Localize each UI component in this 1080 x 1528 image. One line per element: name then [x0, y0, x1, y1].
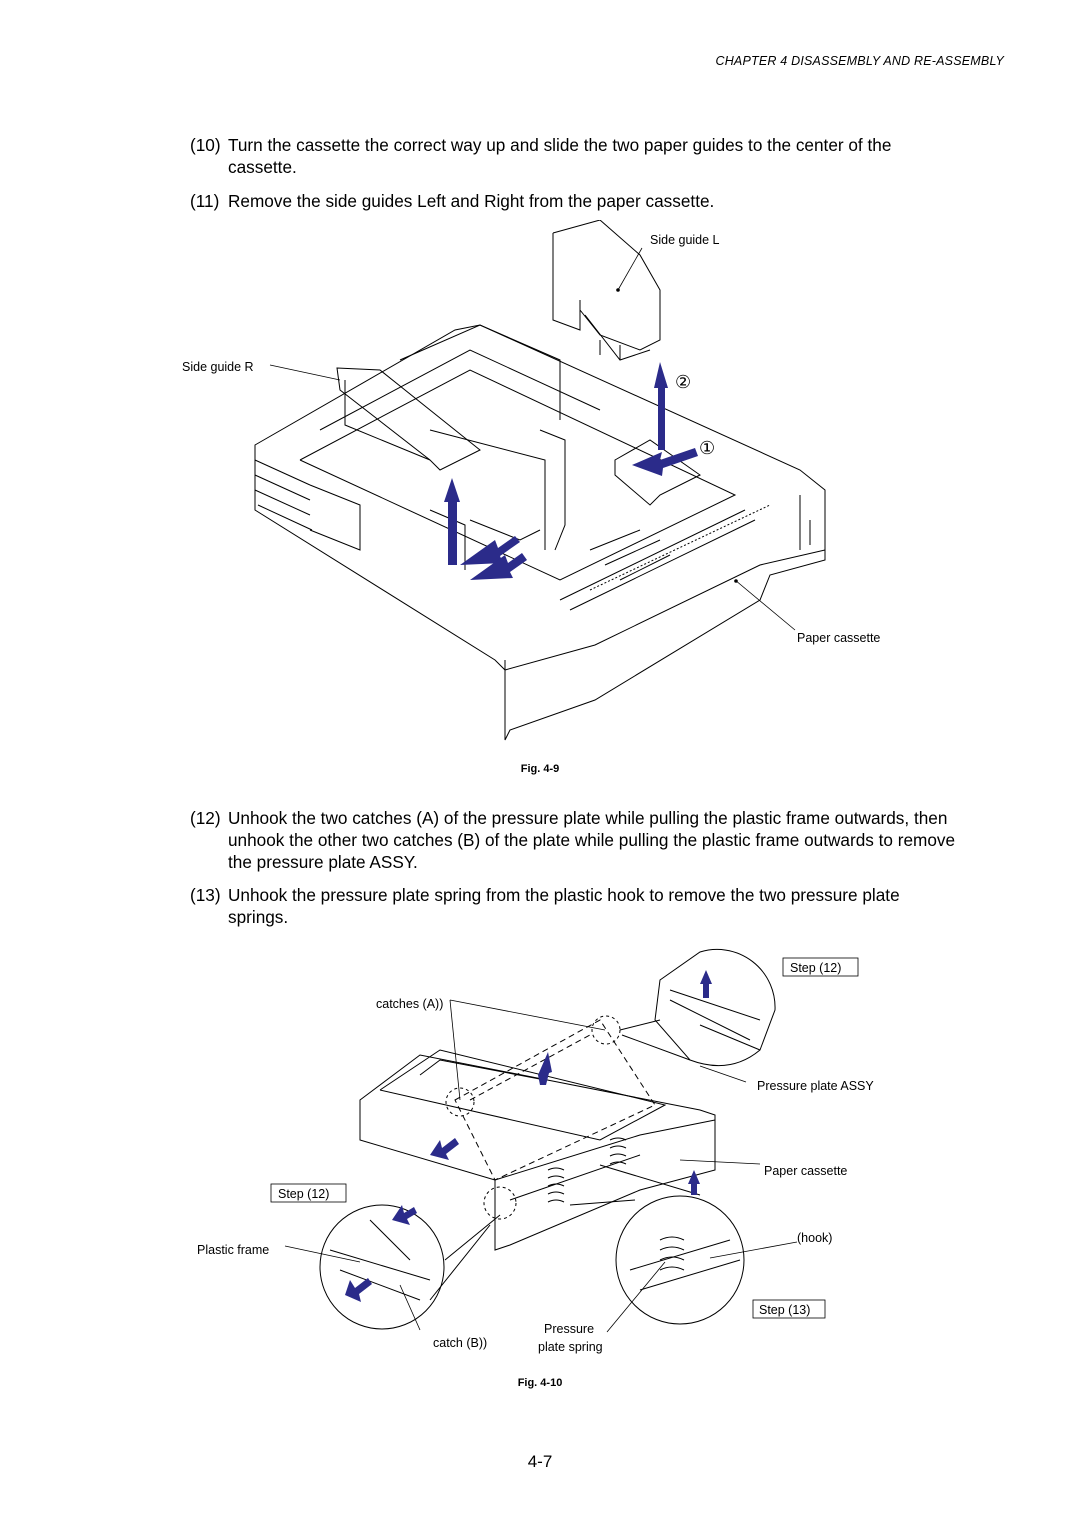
step-11: (11) Remove the side guides Left and Rig… — [190, 190, 960, 212]
catch-b-label: catch (B)) — [433, 1336, 487, 1350]
step-10: (10) Turn the cassette the correct way u… — [190, 134, 960, 178]
pressure-plate-assy-label: Pressure plate ASSY — [757, 1079, 874, 1093]
step-12: (12) Unhook the two catches (A) of the p… — [190, 807, 960, 873]
figure-caption: Fig. 4-9 — [520, 763, 560, 775]
step-13: (13) Unhook the pressure plate spring fr… — [190, 884, 960, 928]
pressure-label: Pressure — [544, 1322, 594, 1336]
step-12-top-label: Step (12) — [790, 961, 841, 975]
marker-1: ① — [699, 438, 715, 459]
page-number: 4-7 — [527, 1452, 553, 1471]
step-12-box — [270, 1183, 347, 1203]
marker-2: ② — [675, 372, 691, 393]
hook-label: (hook) — [797, 1231, 832, 1245]
paper-cassette-label: Paper cassette — [797, 631, 880, 645]
step-13-box — [752, 1299, 826, 1319]
chapter-header: CHAPTER 4 DISASSEMBLY AND RE-ASSEMBLY — [715, 54, 1004, 68]
step-12-box — [782, 957, 859, 977]
step-number: (13) — [190, 885, 221, 905]
arrow-icon — [345, 970, 712, 1302]
arrow-icon — [444, 362, 698, 580]
step-text: Remove the side guides Left and Right fr… — [228, 191, 715, 211]
step-number: (10) — [190, 135, 221, 155]
step-12-left-label: Step (12) — [278, 1187, 329, 1201]
figure-caption: Fig. 4-10 — [517, 1377, 563, 1389]
step-number: (11) — [190, 191, 220, 211]
step-13-label: Step (13) — [759, 1303, 810, 1317]
plastic-frame-label: Plastic frame — [197, 1243, 269, 1257]
step-text: Unhook the pressure plate spring from th… — [228, 885, 900, 927]
catches-a-label: catches (A)) — [376, 997, 443, 1011]
figure-4-10-illustration: Step (12) catches (A)) Pressure plate AS… — [197, 948, 874, 1354]
step-number: (12) — [190, 808, 221, 828]
paper-cassette-label: Paper cassette — [764, 1164, 847, 1178]
side-guide-r-label: Side guide R — [182, 360, 254, 374]
step-text: Turn the cassette the correct way up and… — [228, 135, 892, 177]
side-guide-l-label: Side guide L — [650, 233, 720, 247]
figure-4-9-illustration: Side guide L Side guide R Paper cassette… — [182, 220, 880, 741]
plate-spring-label: plate spring — [538, 1340, 603, 1354]
step-text: Unhook the two catches (A) of the pressu… — [228, 808, 956, 872]
